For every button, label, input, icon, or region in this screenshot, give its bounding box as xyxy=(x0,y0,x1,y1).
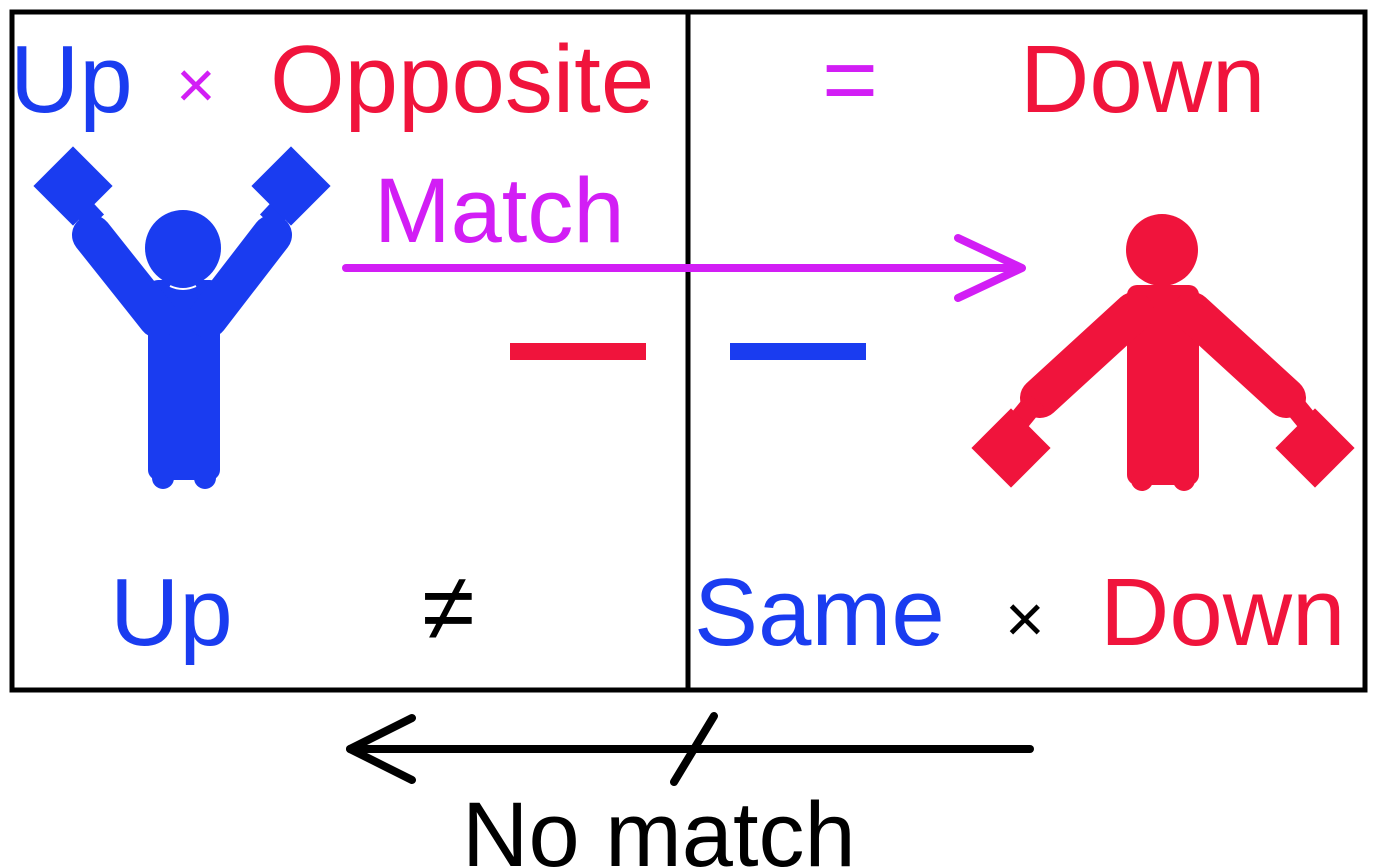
top-equals-sign: = xyxy=(822,26,878,133)
match-arrow-icon xyxy=(342,234,1026,302)
top-times-sign: × xyxy=(176,47,216,123)
top-opposite-word: Opposite xyxy=(270,26,654,133)
bottom-same-word: Same xyxy=(694,559,945,666)
match-label: Match xyxy=(374,160,625,262)
not-equal-sign: ≠ xyxy=(422,554,475,661)
person-arms-up-icon xyxy=(33,146,331,489)
top-up-word: Up xyxy=(10,26,133,133)
person-arms-down-icon xyxy=(971,214,1355,491)
bottom-times-sign: × xyxy=(1005,581,1045,657)
top-down-word: Down xyxy=(1020,26,1265,133)
no-match-label: No match xyxy=(462,784,856,868)
bottom-up-word: Up xyxy=(110,559,233,666)
no-match-arrow-icon xyxy=(346,712,1034,786)
minus-sign-red-icon xyxy=(510,343,646,360)
minus-sign-blue-icon xyxy=(730,343,866,360)
bottom-down-word: Down xyxy=(1100,559,1345,666)
